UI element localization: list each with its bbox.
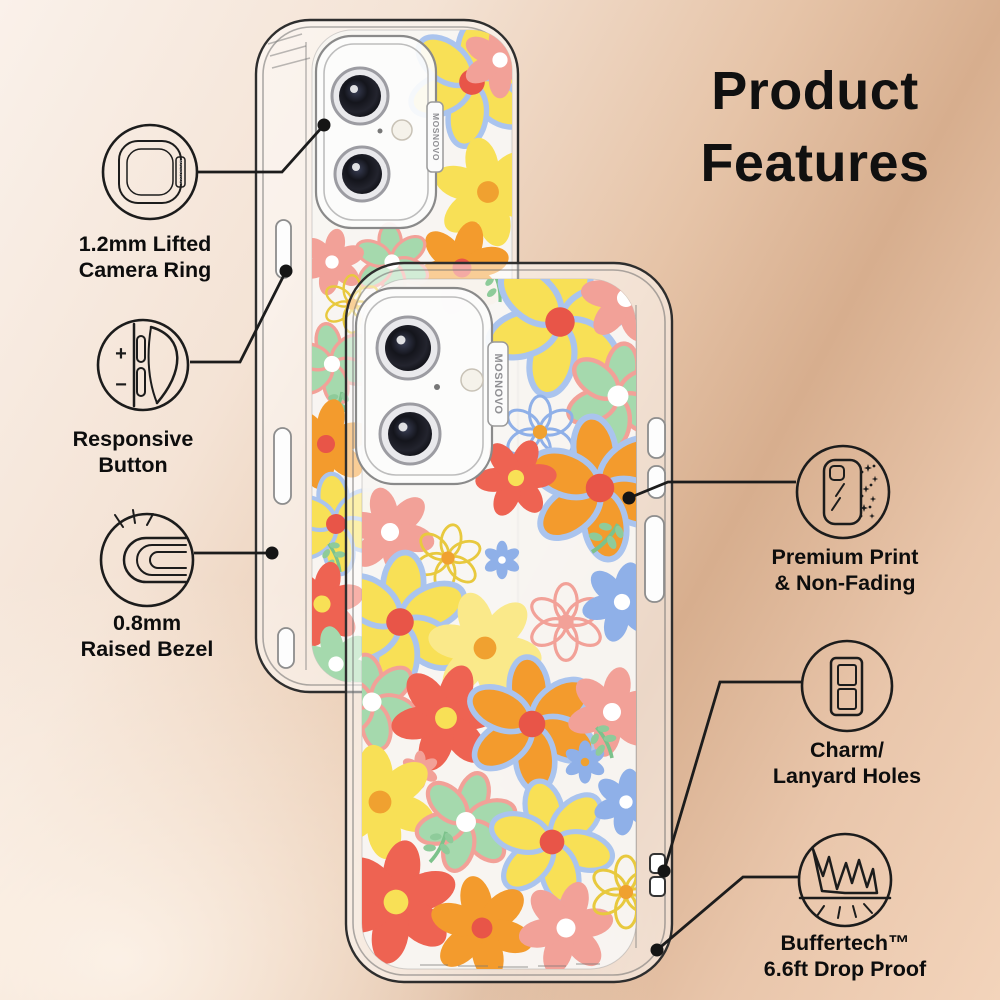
charm-lanyard-icon [800, 639, 894, 733]
minus-glyph: − [115, 374, 127, 396]
feature-label-raised-bezel: 0.8mm Raised Bezel [22, 610, 272, 662]
feature-label-line: & Non-Fading [774, 571, 916, 596]
feature-label-line: Buffertech™ [780, 931, 910, 955]
bottom-port-cutouts [420, 963, 600, 968]
icon-brand-microtext: MOSNOVO [178, 160, 183, 184]
feature-label-drop-proof: Buffertech™ 6.6ft Drop Proof [720, 930, 970, 982]
camera-flash [460, 368, 484, 392]
feature-label-line: 0.8mm [112, 611, 182, 635]
responsive-button-icon: + − [96, 318, 190, 412]
brand-logo-text: MOSNOVO [492, 354, 504, 415]
feature-label-line: Premium Print [771, 545, 919, 569]
brand-tab [426, 101, 444, 173]
feature-label-premium-print: Premium Print & Non-Fading [720, 544, 970, 596]
brand-tab [487, 341, 509, 427]
feature-label-line: 6.6ft Drop Proof [763, 957, 927, 982]
leader-charm-holes [662, 680, 801, 872]
feature-label-charm-lanyard: Charm/ Lanyard Holes [722, 737, 972, 789]
leader-drop-proof [656, 875, 798, 952]
title-line-2: Features [700, 132, 930, 193]
leader-premium-print [628, 480, 796, 500]
raised-bezel-icon [99, 509, 195, 608]
sparkle-specks [859, 464, 879, 519]
feature-label-line: Camera Ring [78, 258, 212, 283]
corner-bumper [277, 627, 295, 669]
camera-flash [391, 119, 413, 141]
feature-label-line: Responsive [72, 427, 194, 451]
feature-label-line: Lanyard Holes [772, 764, 922, 789]
drop-proof-icon [797, 832, 893, 928]
leader-lines [190, 118, 801, 957]
corner-bumper-ridges [267, 33, 311, 69]
plus-glyph: + [115, 343, 127, 365]
premium-print-icon [795, 444, 891, 540]
side-button [647, 417, 666, 459]
feature-label-responsive-button: Responsive Button [8, 426, 258, 478]
side-button [647, 465, 666, 499]
feature-label-line: Raised Bezel [80, 637, 214, 662]
feature-label-line: Charm/ [809, 738, 885, 762]
phone-case-front: MOSNOVO [344, 261, 674, 984]
brand-logo-text: MOSNOVO [431, 113, 441, 161]
feature-label-line: 1.2mm Lifted [78, 232, 212, 256]
feature-label-camera-ring: 1.2mm Lifted Camera Ring [20, 231, 270, 283]
camera-module-front: MOSNOVO [354, 286, 509, 486]
camera-module-back: MOSNOVO [314, 34, 444, 230]
camera-ring-icon: MOSNOVO [101, 123, 199, 221]
leader-camera-ring [198, 124, 326, 174]
side-button-power [644, 515, 665, 603]
leader-responsive-button [190, 270, 288, 364]
page-title: Product Features [640, 56, 990, 200]
feature-label-line: Button [98, 453, 168, 478]
side-button-lower [273, 427, 292, 505]
camera-mic-dot [377, 128, 383, 134]
title-line-1: Product [711, 61, 919, 121]
camera-mic-dot [434, 384, 440, 390]
